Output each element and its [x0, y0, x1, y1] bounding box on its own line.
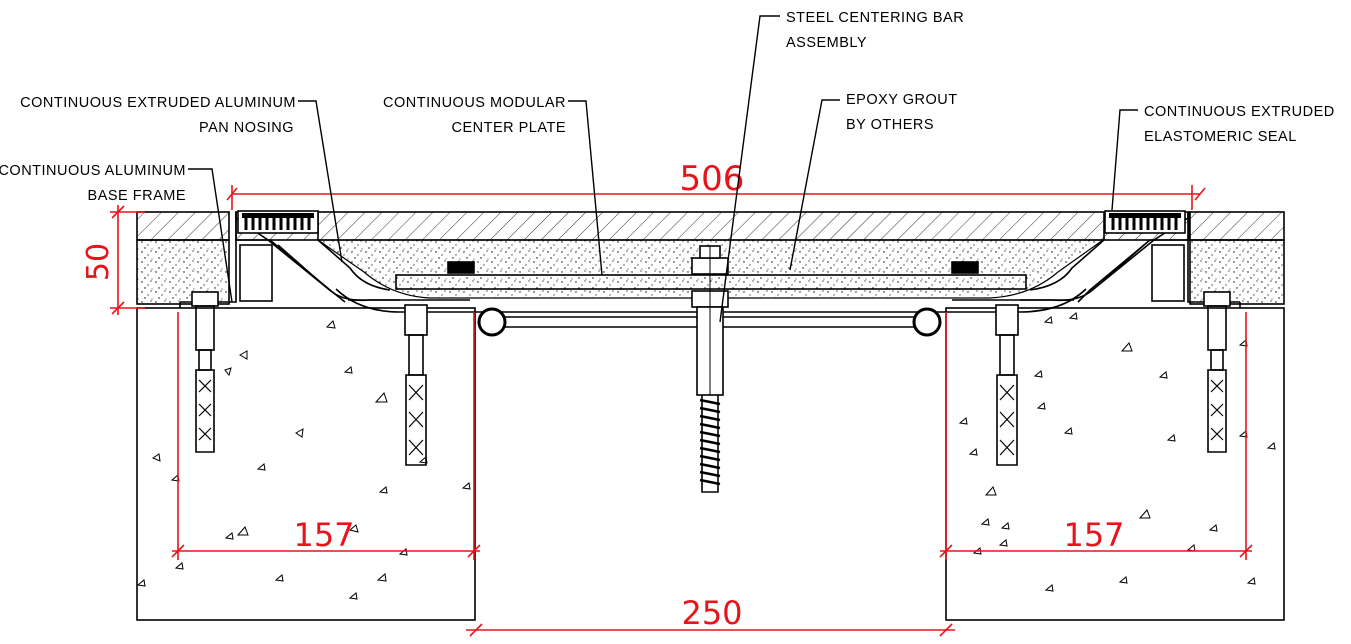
label-center-plate-1: CONTINUOUS MODULAR — [383, 95, 566, 111]
label-epoxy-1: EPOXY GROUT — [846, 92, 958, 108]
label-base-frame-1: CONTINUOUS ALUMINUM — [0, 163, 186, 179]
dim-157-left-text: 157 — [293, 516, 354, 554]
left-concrete-slab — [136, 307, 476, 621]
dim-line-506 — [226, 185, 1206, 210]
right-topping-block — [1189, 211, 1285, 305]
dim-line-50 — [110, 205, 145, 315]
label-epoxy-2: BY OTHERS — [846, 117, 934, 133]
anchor-bolt-right-inner — [995, 304, 1019, 466]
label-seal-2: ELASTOMERIC SEAL — [1144, 129, 1297, 145]
dim-line-157-left — [171, 312, 481, 560]
label-base-frame-2: BASE FRAME — [88, 188, 186, 204]
label-pan-nosing-2: PAN NOSING — [199, 120, 294, 136]
dim-line-157-right — [939, 312, 1253, 560]
anchor-bolt-left-inner — [404, 304, 428, 466]
dim-50-text: 50 — [81, 243, 116, 281]
right-concrete-slab — [945, 307, 1285, 621]
left-topping-block — [136, 211, 230, 305]
right-elastomeric-seal — [1104, 210, 1186, 234]
anchor-bolt-right-outer — [1203, 291, 1231, 453]
label-centering-bar-1: STEEL CENTERING BAR — [786, 10, 964, 26]
label-center-plate-2: CENTER PLATE — [451, 120, 566, 136]
centering-bar-assembly — [477, 245, 942, 493]
label-pan-nosing-1: CONTINUOUS EXTRUDED ALUMINUM — [20, 95, 296, 111]
center-hatch-band — [235, 211, 1190, 241]
label-centering-bar-2: ASSEMBLY — [786, 35, 867, 51]
anchor-bolt-left-outer — [191, 291, 219, 453]
leader-lines — [188, 15, 1138, 323]
dim-506-text: 506 — [680, 159, 745, 199]
label-seal-1: CONTINUOUS EXTRUDED — [1144, 104, 1335, 120]
left-elastomeric-seal — [237, 210, 319, 234]
dim-157-right-text: 157 — [1063, 516, 1124, 554]
dim-250-text: 250 — [681, 594, 742, 632]
dim-line-250 — [466, 623, 955, 637]
